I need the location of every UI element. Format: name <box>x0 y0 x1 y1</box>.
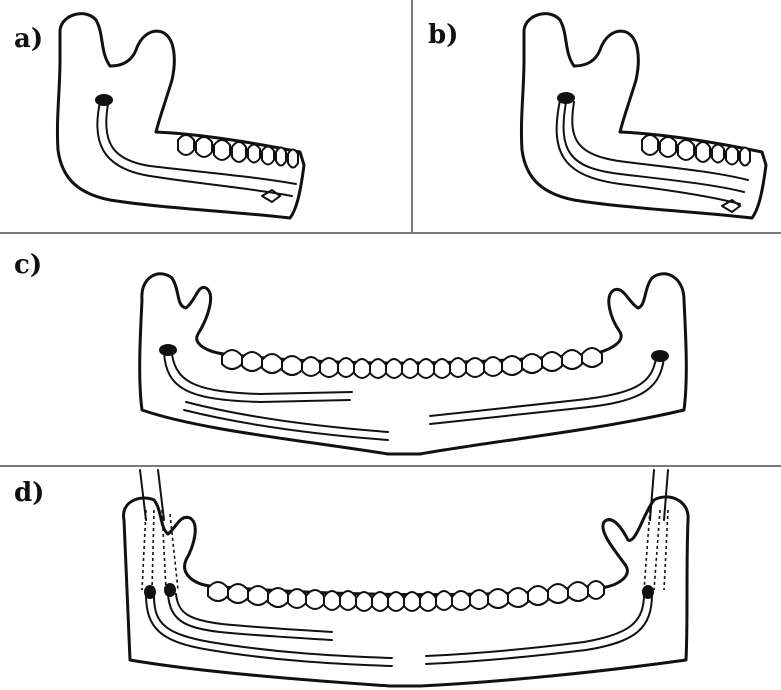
panel-b-mandible <box>521 14 766 218</box>
panel-c-mandible <box>140 274 687 454</box>
panel-d-dashed-right-1 <box>644 510 650 590</box>
panel-d-foramen-left-2 <box>164 583 176 597</box>
panel-c-foramen-left <box>159 344 177 356</box>
panel-d-dashed-left-3 <box>162 510 166 590</box>
panel-d-dashed-left-1 <box>142 510 146 590</box>
panel-d-mandible <box>123 470 688 686</box>
panel-c-teeth <box>222 348 602 378</box>
panel-d-dashed-right-2 <box>654 510 660 590</box>
panel-a-mandible <box>57 14 304 218</box>
panel-c-canal-left-3 <box>184 410 388 440</box>
panel-a-bone-outline <box>57 14 304 218</box>
panel-d-teeth <box>208 581 604 611</box>
panel-d-dashed-left-2 <box>152 510 154 590</box>
panel-a-foramen <box>95 94 113 106</box>
panel-c-foramen-right <box>651 350 669 362</box>
panel-d-dashed-right-3 <box>664 510 668 590</box>
